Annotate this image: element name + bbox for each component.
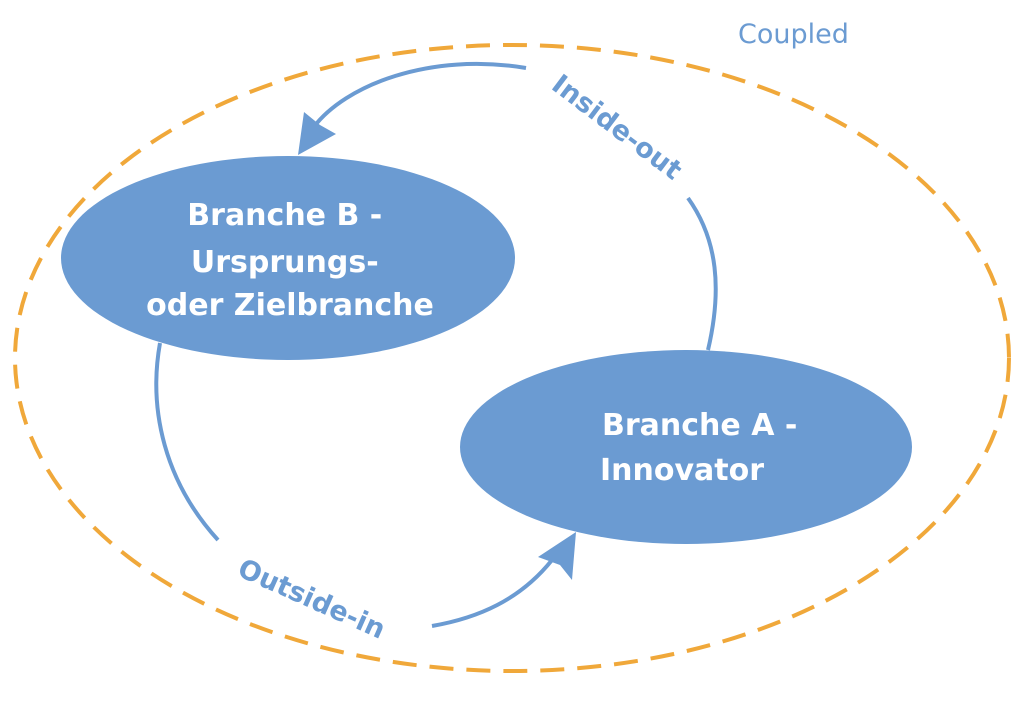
outside-in-arrowhead — [538, 532, 576, 580]
branche-a-line2: Innovator — [600, 453, 764, 488]
branche-b-node — [61, 156, 515, 360]
branche-a-node — [460, 350, 912, 544]
coupled-boundary — [13, 43, 1011, 673]
coupled-label: Coupled — [738, 19, 849, 50]
outside-in-label: Outside-in — [233, 553, 390, 645]
inside-out-arrowhead — [298, 112, 336, 155]
branche-a-line1: Branche A - — [602, 408, 797, 443]
branche-b-label: Branche B - Ursprungs- oder Zielbranche — [146, 198, 434, 323]
branche-b-line3: oder Zielbranche — [146, 288, 434, 323]
inside-out-arrow-tail — [686, 196, 718, 351]
branche-a-label: Branche A - Innovator — [600, 408, 808, 488]
inside-out-label: Inside-out — [546, 69, 688, 187]
outside-in-arrow — [431, 558, 554, 628]
branche-b-line1: Branche B - — [187, 198, 382, 233]
branche-b-line2: Ursprungs- — [191, 245, 379, 280]
outside-in-arrow-tail — [154, 342, 220, 542]
inside-out-arrow — [311, 61, 527, 130]
